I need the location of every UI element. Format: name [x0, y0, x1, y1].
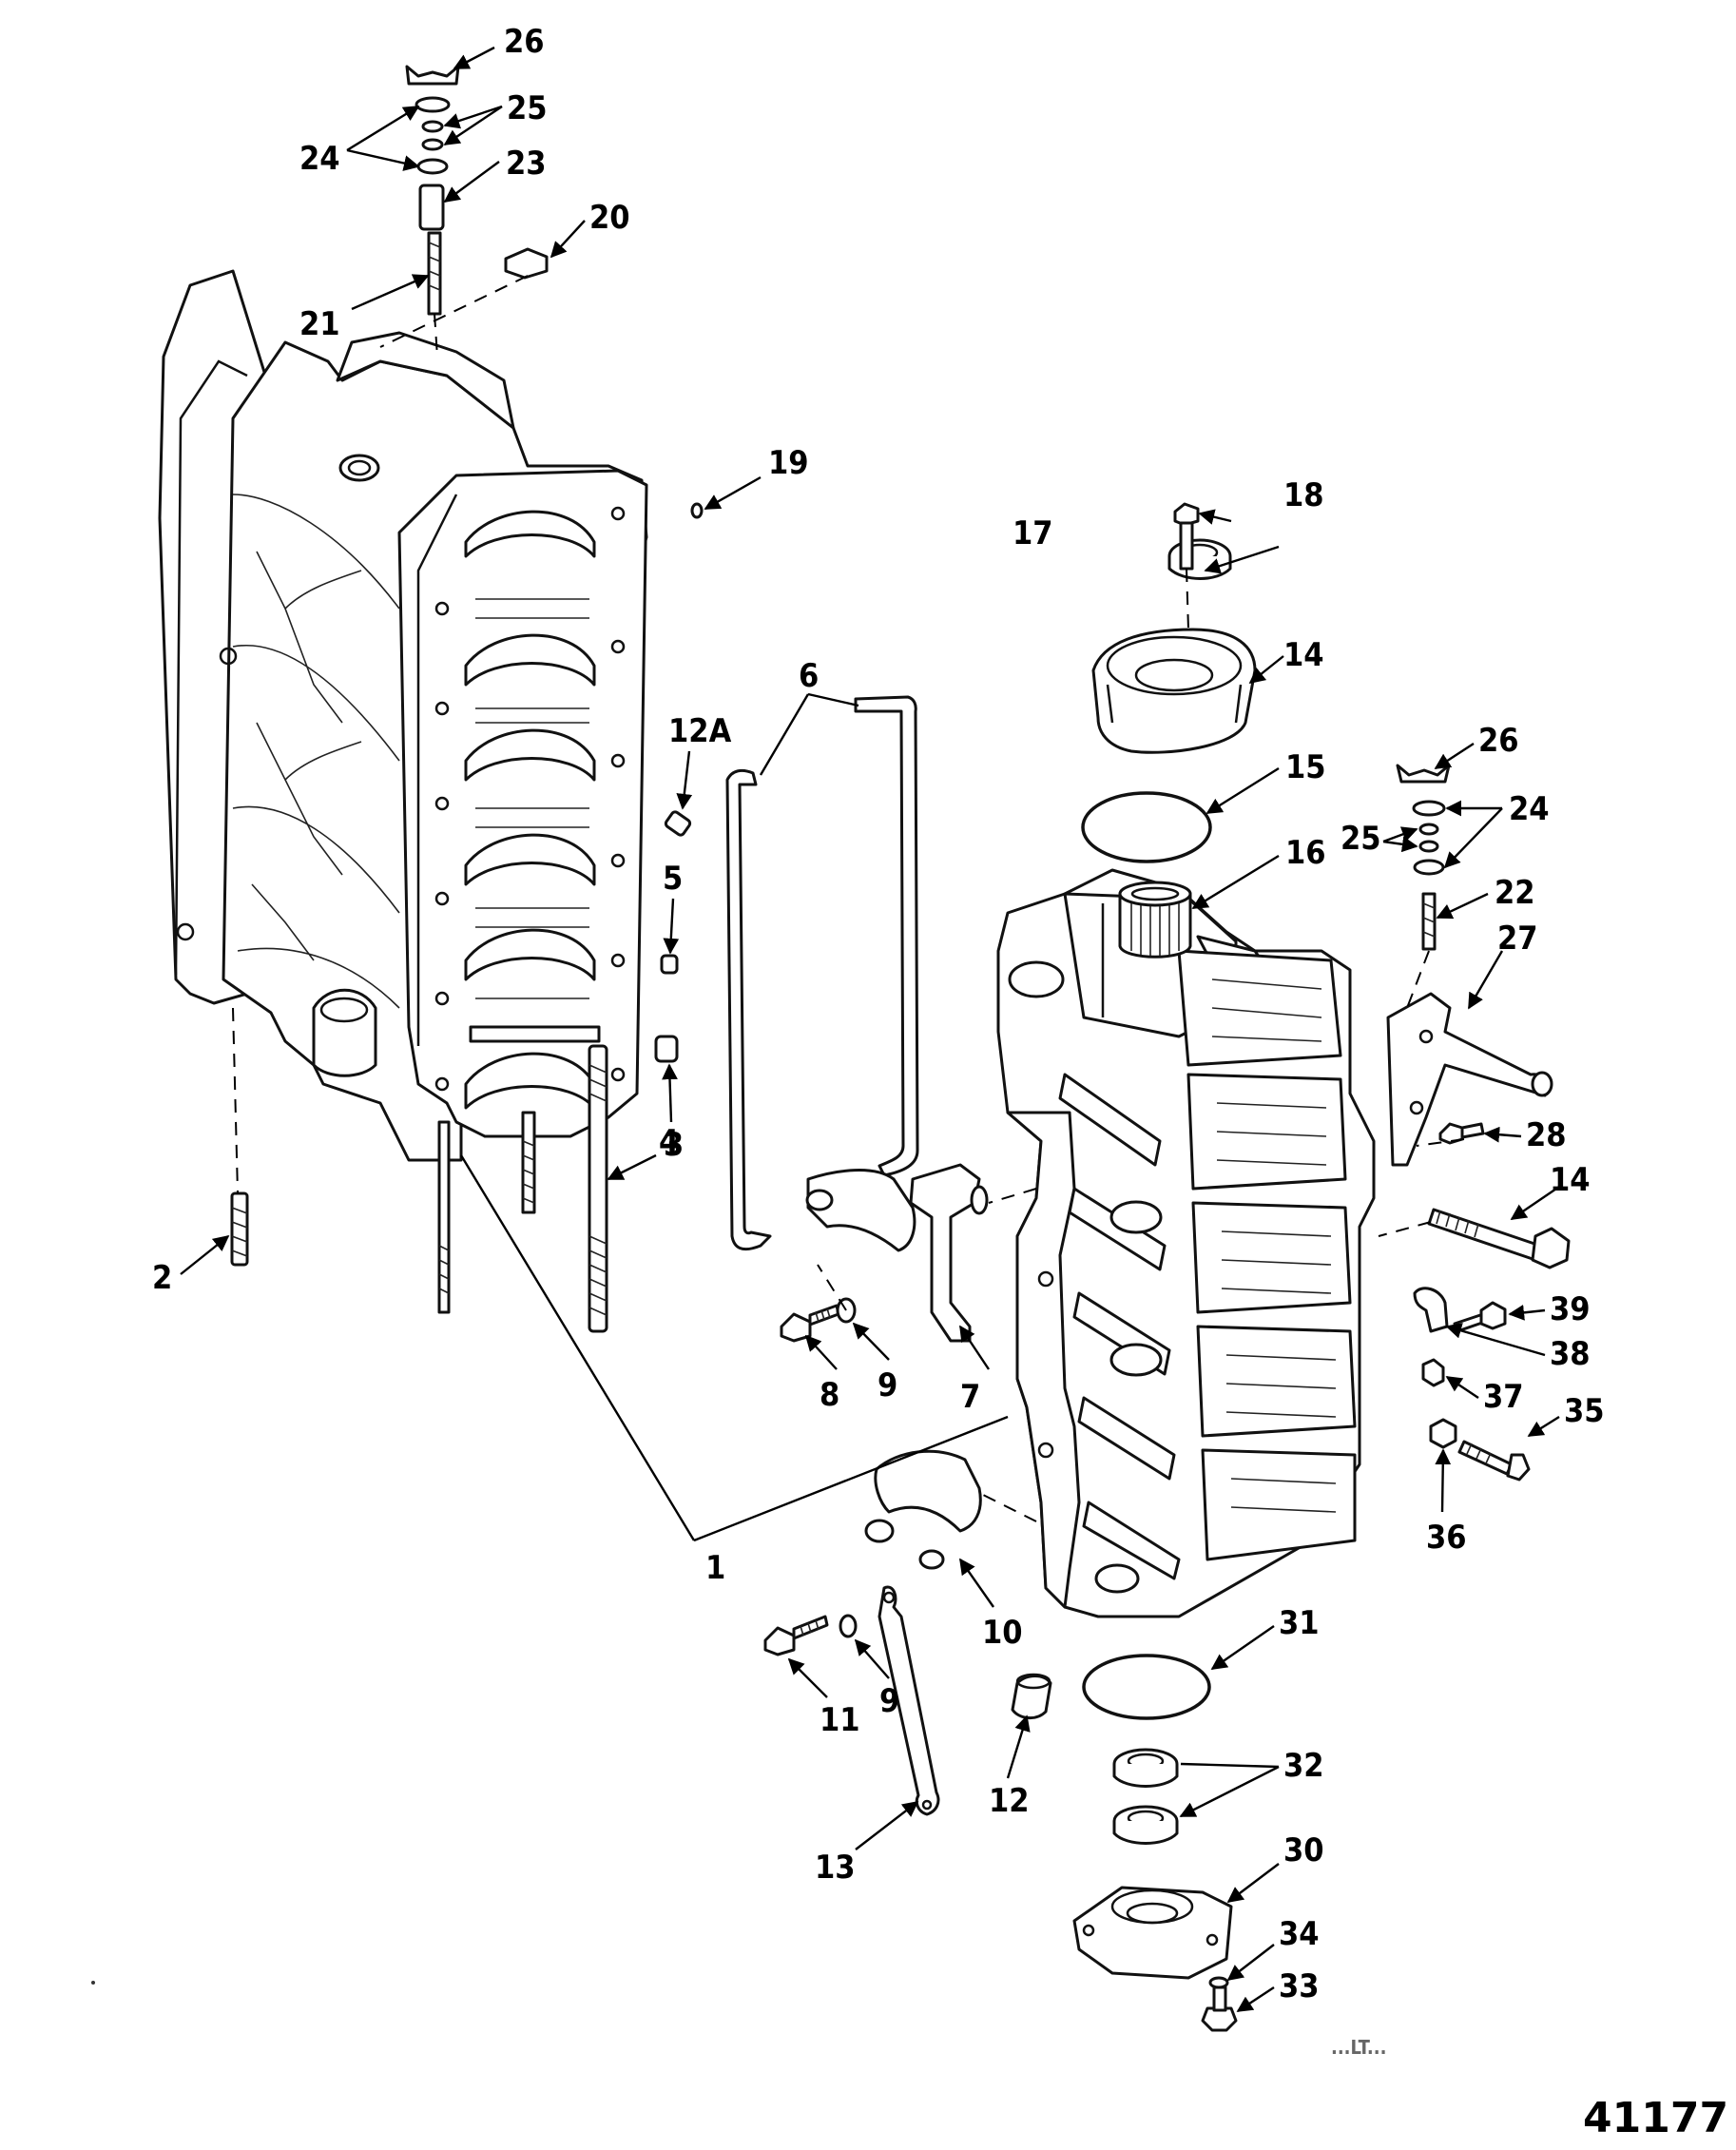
callout-30: 30 [1283, 1831, 1324, 1869]
part-36-nut [1429, 1418, 1457, 1449]
part-28-lever [1386, 992, 1553, 1167]
callout-13: 13 [815, 1849, 856, 1887]
callout-35: 35 [1564, 1392, 1605, 1430]
part-8-bolt [780, 1304, 840, 1343]
leader-lines [180, 46, 1560, 2013]
callout-10: 10 [982, 1614, 1023, 1652]
part-12a-dowel [664, 810, 692, 837]
callout-16: 15 [1285, 748, 1326, 786]
part-37-nut [1421, 1358, 1445, 1387]
callout-34: 34 [1279, 1915, 1320, 1953]
part-19-bolt [1173, 502, 1200, 571]
callout-2: 2 [152, 1259, 172, 1297]
assembly-lines [232, 275, 1465, 1522]
part-27-wing-nut-top [405, 65, 460, 86]
part-15-bearing-housing [1091, 628, 1257, 754]
part-24-sleeve [418, 184, 445, 231]
callout-1: 1 [705, 1549, 725, 1587]
callout-labels: 26 25 24 23 20 21 19 12A 5 4 3 2 6 7 8 9… [152, 23, 1605, 2005]
callout-15: 14 [1283, 636, 1324, 674]
part-7-bracket [909, 1163, 989, 1343]
upper-bearing-cap [805, 1169, 916, 1252]
part-20-pin [690, 502, 704, 519]
callout-21: 20 [589, 199, 630, 237]
callout-25-top: 24 [299, 140, 340, 178]
callout-29: 28 [1526, 1116, 1567, 1154]
part-25-26-washer-stack-top [415, 96, 451, 175]
callout-37: 37 [1483, 1378, 1524, 1416]
callout-27-top: 26 [504, 23, 545, 61]
part-18-seal [1167, 538, 1232, 580]
callout-23: 22 [1495, 874, 1535, 912]
part-27-wing-nut-right [1396, 764, 1451, 784]
part-6-tubes [725, 695, 919, 1251]
crankcase-cover [996, 868, 1376, 1618]
callout-12: 12 [989, 1782, 1030, 1820]
callout-28: 27 [1497, 920, 1538, 958]
part-39-bolt [1453, 1301, 1507, 1333]
part-35-bolt [1457, 1440, 1531, 1482]
callout-4: 4 [659, 1123, 679, 1161]
callout-25-right: 24 [1509, 790, 1550, 828]
bearing-saddles [464, 510, 601, 1110]
part-17-needle-bearing [1118, 881, 1192, 959]
callout-7: 7 [960, 1378, 980, 1416]
cylinder-block [158, 269, 648, 1314]
part-22-stud [427, 231, 442, 316]
reed-cages [1177, 949, 1357, 1561]
callout-36: 36 [1426, 1519, 1467, 1557]
partial-reference-text: ...LT... [1331, 2036, 1386, 2059]
stray-dot [91, 1981, 95, 1985]
callout-17: 16 [1285, 834, 1326, 872]
callout-38: 38 [1550, 1335, 1591, 1373]
callout-6: 6 [799, 657, 819, 695]
callout-19: 18 [1283, 476, 1324, 514]
part-11-bolt [763, 1615, 829, 1656]
callout-11: 11 [820, 1701, 860, 1739]
callout-12a: 12A [668, 712, 732, 750]
callout-14: 14 [1550, 1161, 1591, 1199]
intake-ribs [1058, 1073, 1181, 1580]
part-25-26-washer-stack-right [1412, 800, 1446, 876]
part-33-bolt [1201, 1985, 1238, 2032]
callout-26-right: 25 [1341, 820, 1381, 858]
part-16-o-ring [1081, 791, 1212, 863]
figure-number: 41177 [1583, 2094, 1728, 2142]
callout-22: 21 [299, 305, 340, 343]
part-10-bearing-cap [864, 1449, 982, 1570]
part-9-washer-lower [839, 1614, 858, 1638]
callout-31: 31 [1279, 1604, 1320, 1642]
flange-holes [434, 506, 626, 1092]
part-12-bushing [1011, 1673, 1052, 1719]
callout-9-upper: 9 [878, 1366, 897, 1404]
callout-3: 3 [664, 1126, 684, 1164]
part-21-plug [504, 247, 549, 280]
part-14-bolt [1427, 1208, 1571, 1269]
part-3-stud [588, 1044, 608, 1333]
callout-26-top: 25 [507, 89, 548, 127]
part-30-end-cap [1072, 1886, 1233, 1980]
callout-20: 19 [768, 444, 809, 482]
part-23-stud [1421, 892, 1437, 951]
part-2-stud [230, 1191, 249, 1267]
part-5-dowel [660, 954, 679, 975]
callout-32: 32 [1283, 1747, 1324, 1785]
part-32-seals [1112, 1748, 1179, 1845]
callout-8: 8 [820, 1376, 839, 1414]
callout-5: 5 [663, 860, 683, 898]
callout-39: 39 [1550, 1290, 1591, 1328]
callout-18: 17 [1013, 514, 1053, 552]
callout-27-right: 26 [1478, 722, 1519, 760]
part-4-dowel [654, 1035, 679, 1063]
callout-24: 23 [506, 145, 547, 183]
callout-33: 33 [1279, 1967, 1320, 2005]
callout-9-lower: 9 [879, 1682, 899, 1720]
part-31-o-ring [1082, 1654, 1211, 1720]
part-38-clip [1413, 1287, 1449, 1333]
